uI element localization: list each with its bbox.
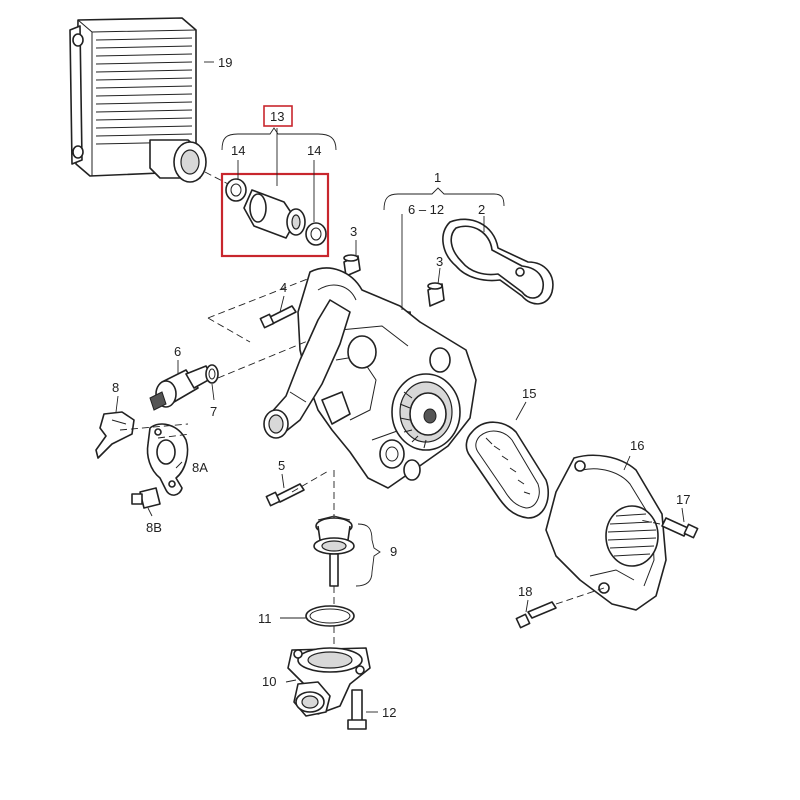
part-10-thermostat-housing (287, 647, 371, 717)
part-8A-gasket (146, 423, 189, 496)
part-17-bolt (661, 517, 699, 539)
part-2-gasket (442, 218, 554, 305)
part-4-bolt (259, 305, 297, 329)
callout-19: 19 (218, 55, 232, 70)
callout-17: 17 (676, 492, 690, 507)
part-13-connector-pipe (204, 171, 330, 258)
callout-11: 11 (258, 611, 272, 626)
callout-10: 10 (262, 674, 276, 689)
callout-3-lower: 3 (436, 254, 443, 269)
part-6-sensor (149, 365, 213, 411)
callout-5: 5 (278, 458, 285, 473)
callout-14-right: 14 (307, 143, 321, 158)
callout-12: 12 (382, 705, 396, 720)
callout-labels: 19 13 14 14 1 6 – 12 2 3 3 4 6 8 7 8A 5 … (112, 55, 690, 720)
callout-3-upper: 3 (350, 224, 357, 239)
part-5-bolt (265, 483, 305, 507)
part-12-bolt (347, 689, 367, 730)
callout-1: 1 (434, 170, 441, 185)
part-19-oil-cooler (69, 17, 207, 183)
part-7-o-ring (205, 364, 219, 384)
callout-13: 13 (270, 109, 284, 124)
highlight-box (220, 172, 330, 258)
assembly-lines (119, 277, 661, 648)
callout-13-box (263, 105, 293, 127)
callout-4: 4 (280, 280, 287, 295)
callout-8B: 8B (146, 520, 162, 535)
part-16-belt-cover (545, 454, 667, 611)
part-11-o-ring (305, 605, 355, 627)
callout-8A: 8A (192, 460, 208, 475)
part-15-belt (465, 421, 550, 519)
callout-6-12: 6 – 12 (408, 202, 444, 217)
pump-housing (263, 267, 477, 489)
part-18-bolt (515, 601, 557, 629)
callout-18: 18 (518, 584, 532, 599)
part-9-thermostat (313, 515, 355, 587)
callout-7: 7 (210, 404, 217, 419)
callout-14-left: 14 (231, 143, 245, 158)
part-8B-bolt (131, 487, 161, 509)
callout-2: 2 (478, 202, 485, 217)
part-8-clip (95, 411, 135, 459)
callout-9: 9 (390, 544, 397, 559)
callout-8: 8 (112, 380, 119, 395)
leader-lines (115, 61, 685, 713)
callout-15: 15 (522, 386, 536, 401)
callout-16: 16 (630, 438, 644, 453)
callout-6: 6 (174, 344, 181, 359)
